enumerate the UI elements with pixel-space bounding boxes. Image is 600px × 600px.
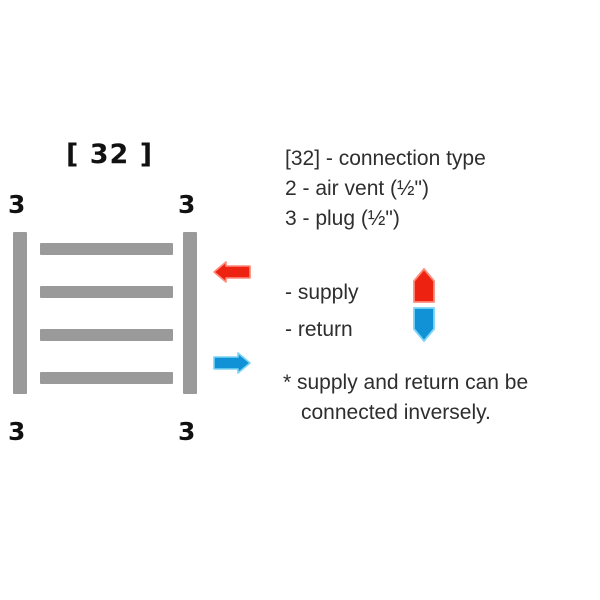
radiator-tube: [40, 243, 173, 255]
legend-line-return: - return: [285, 318, 353, 341]
legend-line-air-vent: 2 - air vent (½"): [285, 177, 429, 200]
radiator-tube: [40, 286, 173, 298]
legend-line-plug: 3 - plug (½"): [285, 207, 400, 230]
corner-label-top-right: 3: [178, 190, 196, 219]
legend-line-connection-type: [32] - connection type: [285, 147, 486, 170]
arrow-up-icon: [411, 268, 437, 309]
radiator-left-manifold: [13, 232, 27, 394]
corner-label-top-left: 3: [8, 190, 26, 219]
connection-type-title: [ 32 ]: [66, 139, 154, 170]
inversion-note: * supply and return can be connected inv…: [283, 368, 528, 428]
radiator-tube: [40, 372, 173, 384]
arrow-left-icon: [212, 259, 252, 290]
corner-label-bottom-left: 3: [8, 417, 26, 446]
flow-legend: - supply - return: [285, 274, 359, 348]
radiator-tube: [40, 329, 173, 341]
arrow-right-icon: [212, 350, 252, 381]
note-line-2: connected inversely.: [301, 401, 491, 424]
corner-label-bottom-right: 3: [178, 417, 196, 446]
note-line-1: * supply and return can be: [283, 371, 529, 394]
arrow-down-icon: [411, 306, 437, 347]
radiator-right-manifold: [183, 232, 197, 394]
connection-legend: [32] - connection type 2 - air vent (½")…: [285, 144, 486, 234]
legend-line-supply: - supply: [285, 281, 359, 304]
